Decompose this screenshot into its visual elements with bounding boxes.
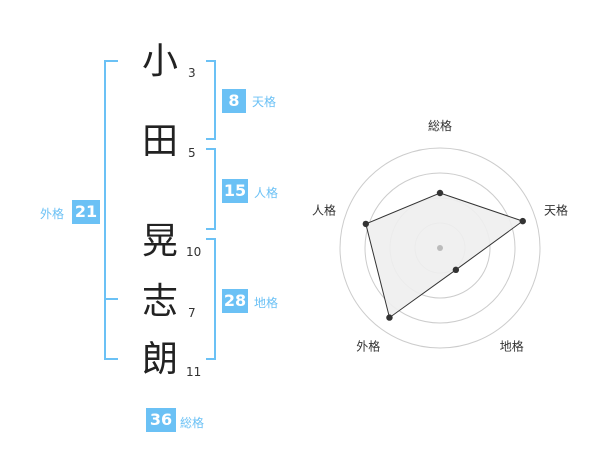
chikaku-bracket-top (206, 238, 216, 240)
chikaku-value-badge: 28 (222, 289, 248, 313)
chikaku-label: 地格 (254, 296, 279, 310)
chikaku-bracket-vertical (214, 238, 216, 360)
radar-axis-label-1: 総格 (428, 118, 452, 133)
chikaku-bracket-bottom (206, 358, 216, 360)
stroke-count-4: 7 (188, 306, 196, 320)
stroke-count-2: 5 (188, 146, 196, 160)
radar-axis-label-2: 天格 (544, 202, 568, 217)
radar-point-2 (519, 217, 526, 225)
jinkaku-label: 人格 (254, 186, 279, 200)
radar-point-3 (452, 266, 460, 274)
jinkaku-bracket-vertical (214, 148, 216, 230)
soukaku-label: 総格 (180, 416, 205, 430)
gaikaku-value-badge: 21 (72, 200, 100, 224)
stroke-count-5: 11 (186, 365, 202, 379)
jinkaku-bracket-top (206, 148, 216, 150)
gaikaku-bracket-mid (104, 298, 118, 300)
radar-point-5 (362, 220, 370, 228)
radar-center-dot (437, 245, 443, 251)
tenkaku-bracket-vertical (214, 60, 216, 140)
tenkaku-value-badge: 8 (222, 89, 246, 113)
name-char-1: 小 (141, 41, 178, 82)
radar-point-4 (386, 314, 393, 321)
name-char-4: 志 (141, 281, 178, 322)
name-char-2: 田 (141, 121, 178, 162)
name-char-3: 晃 (141, 221, 178, 262)
radar-ring-3 (364, 172, 516, 324)
radar-axis-label-4: 外格 (356, 339, 380, 354)
tenkaku-bracket-top (206, 60, 216, 62)
soukaku-value-badge: 36 (146, 408, 176, 432)
tenkaku-bracket-bottom (206, 138, 216, 140)
name-char-5: 朗 (141, 339, 178, 380)
radar-point-1 (436, 189, 444, 197)
gaikaku-bracket-top (104, 60, 118, 62)
stroke-count-3: 10 (186, 245, 202, 259)
radar-axis-label-3: 地格 (500, 339, 524, 354)
stroke-count-1: 3 (188, 66, 196, 80)
jinkaku-bracket-bottom (206, 228, 216, 230)
radar-ring-4 (339, 147, 541, 349)
radar-points (362, 189, 526, 321)
gaikaku-bracket-vertical (104, 60, 106, 360)
gaikaku-label: 外格 (40, 207, 65, 221)
tenkaku-label: 天格 (252, 95, 277, 109)
radar-polygon (365, 192, 524, 319)
radar-axis-label-5: 人格 (312, 202, 336, 217)
gaikaku-bracket-bottom (104, 358, 118, 360)
jinkaku-value-badge: 15 (222, 179, 248, 203)
